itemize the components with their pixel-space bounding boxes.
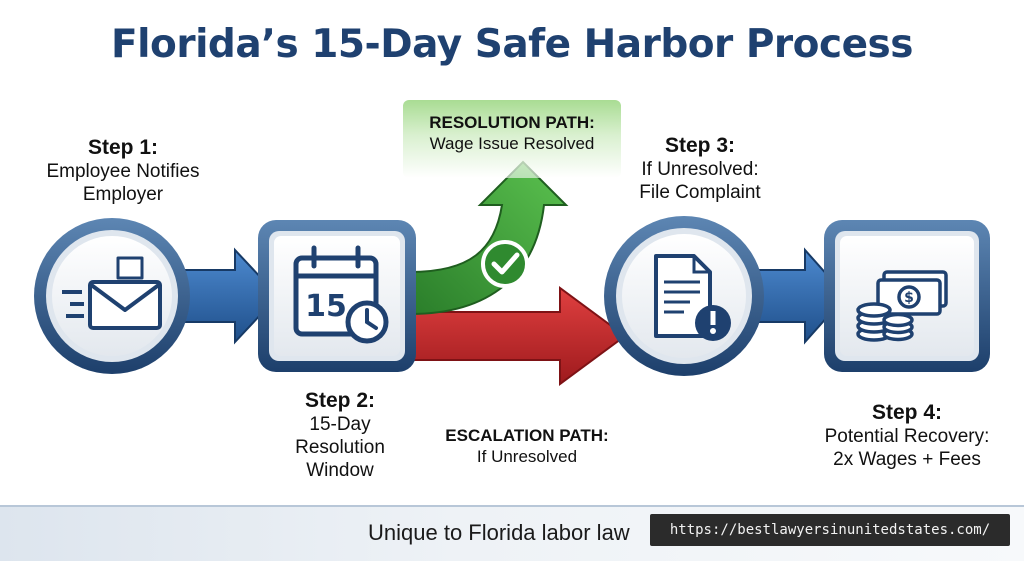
step-4-node: $ bbox=[824, 220, 990, 372]
step-4-title: Step 4: bbox=[871, 401, 942, 424]
footer-text: Unique to Florida labor law bbox=[368, 520, 630, 545]
escalation-path-title: ESCALATION PATH: bbox=[445, 426, 609, 445]
document-alert-icon bbox=[654, 254, 731, 341]
svg-text:$: $ bbox=[904, 290, 914, 306]
resolution-arrow bbox=[409, 160, 569, 316]
step-3-title: Step 3: bbox=[664, 134, 735, 157]
resolution-path-title: RESOLUTION PATH: bbox=[429, 113, 595, 132]
escalation-arrow bbox=[409, 286, 627, 386]
envelope-icon bbox=[62, 256, 162, 330]
resolution-path-box bbox=[403, 100, 621, 178]
step-2-line-1: 15-Day bbox=[309, 414, 371, 435]
step-1-title: Step 1: bbox=[87, 136, 158, 159]
step-1-line-1: Employee Notifies bbox=[46, 161, 200, 182]
escalation-path-label: ESCALATION PATH: If Unresolved bbox=[418, 425, 636, 467]
calendar-number: 15 bbox=[305, 289, 347, 324]
step-2-line-2: Resolution bbox=[295, 437, 385, 458]
check-icon bbox=[491, 252, 520, 275]
step-1-label: Step 1: Employee Notifies Employer bbox=[18, 135, 228, 206]
step-4-line-2: 2x Wages + Fees bbox=[833, 449, 981, 470]
step-2-node: 15 bbox=[258, 220, 416, 372]
step-1-line-2: Employer bbox=[82, 184, 164, 205]
step-3-label: Step 3: If Unresolved: File Complaint bbox=[600, 133, 800, 204]
money-coins-icon: $ bbox=[856, 270, 948, 342]
calendar-clock-icon: 15 bbox=[293, 245, 389, 344]
resolution-path-label: RESOLUTION PATH: Wage Issue Resolved bbox=[403, 112, 621, 154]
step-3-node bbox=[604, 216, 764, 376]
check-badge bbox=[481, 240, 529, 288]
step-2-line-3: Window bbox=[306, 460, 374, 481]
step-2-label: Step 2: 15-Day Resolution Window bbox=[250, 388, 430, 482]
step-4-label: Step 4: Potential Recovery: 2x Wages + F… bbox=[802, 400, 1012, 471]
step-4-line-1: Potential Recovery: bbox=[824, 426, 990, 447]
escalation-path-text: If Unresolved bbox=[476, 447, 578, 466]
source-url[interactable]: https://bestlawyersinunitedstates.com/ bbox=[650, 514, 1010, 546]
step-3-line-2: File Complaint bbox=[639, 182, 761, 203]
step-2-title: Step 2: bbox=[304, 389, 375, 412]
resolution-path-text: Wage Issue Resolved bbox=[429, 134, 595, 153]
page-title: Florida’s 15-Day Safe Harbor Process bbox=[111, 22, 913, 67]
step-3-line-1: If Unresolved: bbox=[641, 159, 759, 180]
step-1-node bbox=[34, 218, 190, 374]
